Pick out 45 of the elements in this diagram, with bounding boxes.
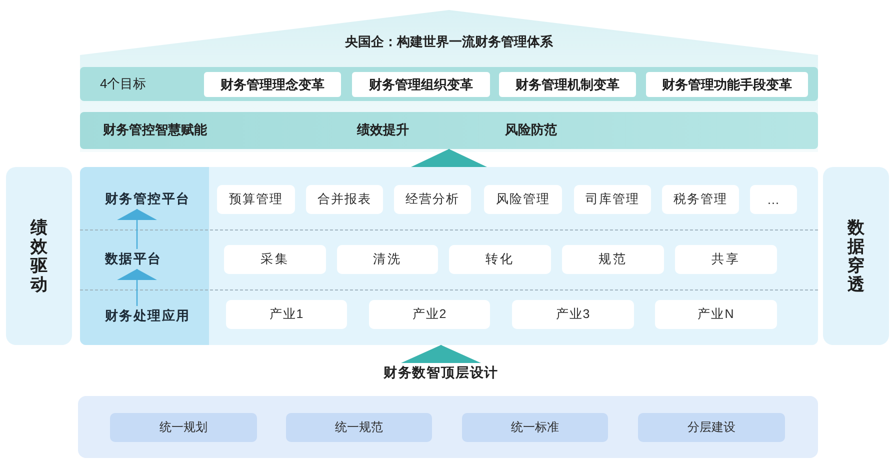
item-box: 规范 [562,245,664,274]
item-box: 司库管理 [574,185,651,214]
goal-box: 财务管理组织变革 [352,72,490,97]
section-heading: 财务数智顶层设计 [383,363,499,383]
row-label: 数据平台 [105,249,162,269]
band-label: 财务管控智慧赋能 [103,121,207,139]
side-panel: 数据穿透 [823,167,889,345]
goal-box: 财务管理理念变革 [204,72,341,97]
value-band [80,112,818,149]
item-box: 产业N [655,300,777,329]
band-label: 风险防范 [505,121,557,139]
goal-box: 财务管理功能手段变革 [646,72,808,97]
item-box: 采集 [224,245,326,274]
item-box: 经营分析 [394,185,471,214]
arrow [411,149,487,167]
roof-panel [80,10,818,152]
platform-panel [80,167,818,345]
item-box: 产业2 [369,300,490,329]
item-box: 共享 [675,245,777,274]
item-box: 预算管理 [217,185,295,214]
item-box: 统一规划 [110,413,257,442]
label-column [80,167,209,345]
item-box: 统一标准 [462,413,608,442]
row-label: 财务管控平台 [105,189,190,209]
item-box: 合并报表 [306,185,383,214]
band-label: 4个目标 [100,75,146,93]
band-label: 绩效提升 [357,121,409,139]
item-box: 转化 [449,245,551,274]
arrow [117,269,157,306]
arrow [117,209,157,249]
item-box: 清洗 [337,245,438,274]
item-box: 产业3 [512,300,634,329]
goal-band [80,67,818,101]
item-box: 税务管理 [662,185,739,214]
foundation-band [78,396,818,458]
item-box: 统一规范 [286,413,432,442]
side-panel: 绩效驱动 [6,167,72,345]
item-box: 产业1 [226,300,347,329]
item-box: 风险管理 [484,185,562,214]
row-label: 财务处理应用 [105,306,190,326]
item-box: ... [750,185,797,214]
arrow [401,345,481,363]
item-box: 分层建设 [638,413,785,442]
goal-box: 财务管理机制变革 [499,72,636,97]
title-text: 央国企：构建世界一流财务管理体系 [345,33,553,51]
